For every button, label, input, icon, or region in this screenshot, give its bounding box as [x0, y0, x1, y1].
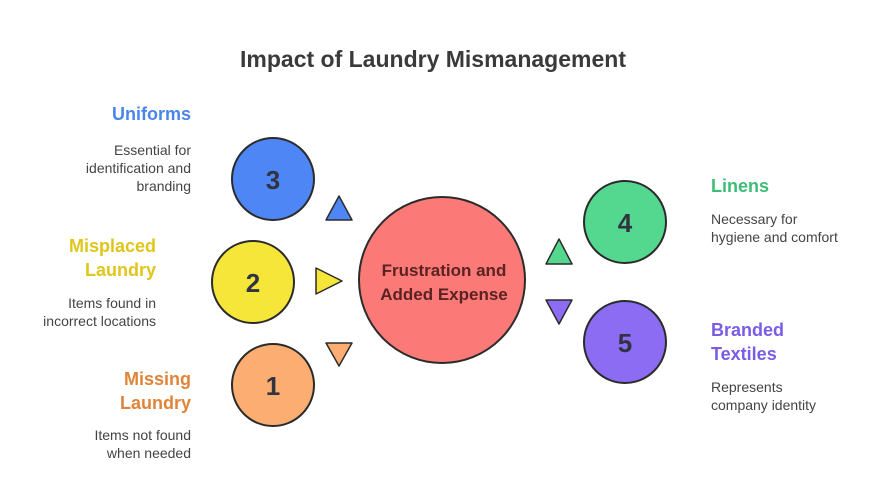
desc-missing-line2: when needed — [106, 445, 191, 461]
center-circle — [358, 196, 526, 364]
label-branded-textiles: Branded Textiles — [711, 318, 871, 366]
desc-missing-line1: Items not found — [94, 427, 191, 443]
desc-branded-line1: Represents — [711, 379, 783, 395]
item-circle-5 — [583, 300, 667, 384]
pointer-triangle-2 — [315, 267, 343, 295]
label-misplaced-line2: Laundry — [84, 260, 156, 280]
desc-linens-line2: hygiene and comfort — [711, 229, 838, 245]
label-branded-line2: Textiles — [711, 344, 777, 364]
item-number-4: 4 — [618, 208, 633, 238]
item-node-1: 1 — [231, 343, 315, 427]
desc-branded-textiles: Represents company identity — [711, 378, 881, 414]
desc-uniforms-line1: Essential for — [113, 142, 191, 158]
desc-uniforms-line3: branding — [136, 178, 192, 194]
item-node-4: 4 — [583, 180, 667, 264]
label-linens: Linens — [711, 174, 871, 198]
label-missing-laundry: Missing Laundry — [60, 367, 191, 415]
item-node-2: 2 — [211, 240, 295, 324]
pointer-triangle-1 — [325, 342, 353, 367]
label-uniforms: Uniforms — [60, 102, 191, 126]
item-number-1: 1 — [266, 371, 280, 401]
item-circle-4 — [583, 180, 667, 264]
pointer-triangle-5 — [545, 299, 573, 325]
item-node-5: 5 — [583, 300, 667, 384]
desc-branded-line2: company identity — [711, 397, 817, 413]
center-text-line2: Added Expense — [380, 285, 508, 304]
item-number-5: 5 — [618, 328, 632, 358]
label-missing-line2: Laundry — [119, 393, 191, 413]
desc-misplaced-laundry: Items found in incorrect locations — [10, 294, 156, 330]
label-misplaced-line1: Misplaced — [68, 236, 156, 256]
desc-linens-line1: Necessary for — [711, 211, 798, 227]
item-number-2: 2 — [246, 268, 260, 298]
pointer-triangle-4 — [545, 238, 573, 265]
desc-misplaced-line2: incorrect locations — [43, 313, 156, 329]
label-uniforms-line1: Uniforms — [111, 104, 191, 124]
desc-uniforms: Essential for identification and brandin… — [40, 141, 191, 195]
label-misplaced-laundry: Misplaced Laundry — [20, 234, 156, 282]
label-branded-line1: Branded — [711, 320, 785, 340]
diagram-title: Impact of Laundry Mismanagement — [240, 46, 626, 72]
item-circle-1 — [231, 343, 315, 427]
item-node-3: 3 — [231, 137, 315, 221]
center-text-line1: Frustration and — [382, 261, 507, 280]
item-number-3: 3 — [266, 165, 280, 195]
desc-misplaced-line1: Items found in — [68, 295, 156, 311]
item-circle-3 — [231, 137, 315, 221]
pointer-triangle-3 — [325, 195, 353, 221]
label-missing-line1: Missing — [123, 369, 191, 389]
desc-missing-laundry: Items not found when needed — [50, 426, 191, 462]
item-circle-2 — [211, 240, 295, 324]
desc-linens: Necessary for hygiene and comfort — [711, 210, 881, 246]
label-linens-line1: Linens — [711, 176, 770, 196]
desc-uniforms-line2: identification and — [85, 160, 191, 176]
